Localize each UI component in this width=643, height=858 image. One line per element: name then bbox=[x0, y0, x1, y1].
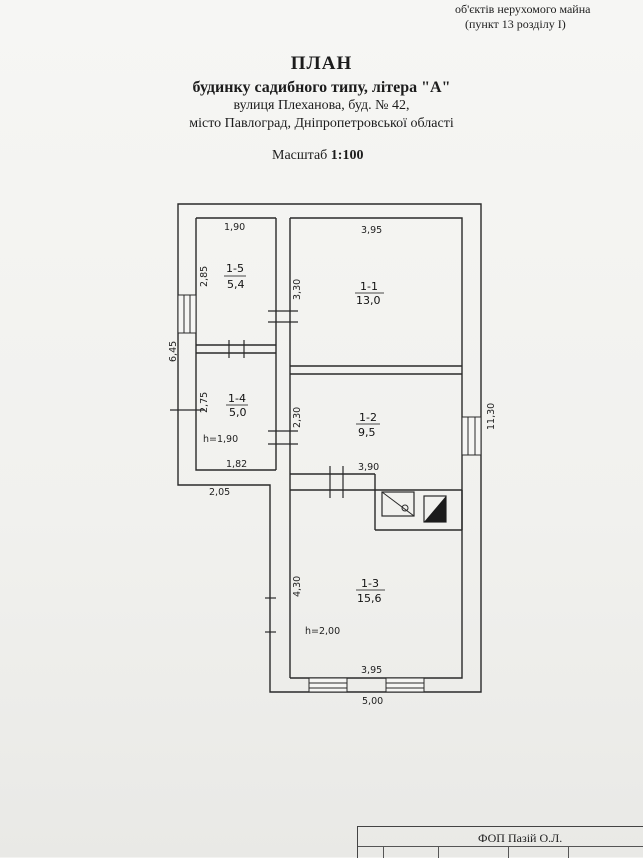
dim-room11-height: 3,30 bbox=[292, 279, 303, 300]
plan-address-city: місто Павлоград, Дніпропетровської облас… bbox=[189, 116, 454, 131]
room-1-5: 1-5 5,4 bbox=[224, 262, 246, 291]
dim-room14-bottom: 1,82 bbox=[226, 459, 247, 470]
svg-text:1-4: 1-4 bbox=[228, 392, 246, 405]
plan-address-street: вулиця Плеханова, буд. № 42, bbox=[233, 98, 410, 113]
dim-room13-height: 4,30 bbox=[292, 576, 303, 597]
height-main: h=2,00 bbox=[305, 626, 340, 637]
svg-text:1-2: 1-2 bbox=[359, 411, 377, 424]
dim-bottom-total: 5,00 bbox=[362, 696, 383, 707]
dim-left-total: 6,45 bbox=[168, 341, 179, 362]
scale-value: 1:100 bbox=[330, 148, 364, 163]
window-right bbox=[461, 416, 482, 456]
plan-subtitle: будинку садибного типу, літера "А" bbox=[192, 79, 451, 96]
stamp-grid bbox=[358, 846, 643, 858]
stamp-table: ФОП Пазій О.Л. bbox=[357, 826, 643, 858]
window-left-top bbox=[177, 294, 197, 334]
header-note: об'єктів нерухомого майна (пункт 13 розд… bbox=[455, 2, 590, 32]
dim-room14-height: 2,75 bbox=[199, 392, 210, 413]
interior-walls bbox=[196, 344, 463, 531]
window-bottom-right bbox=[385, 677, 425, 693]
header-note-line1: об'єктів нерухомого майна bbox=[455, 2, 591, 16]
room-1-1: 1-1 13,0 bbox=[355, 280, 384, 307]
svg-text:5,0: 5,0 bbox=[229, 406, 247, 419]
svg-text:15,6: 15,6 bbox=[357, 592, 382, 605]
plan-title: ПЛАН bbox=[290, 53, 353, 74]
svg-text:1-1: 1-1 bbox=[360, 280, 378, 293]
window-bottom-left bbox=[308, 677, 348, 693]
dim-right-total: 11,30 bbox=[486, 403, 497, 430]
dim-top-left: 1,90 bbox=[224, 222, 245, 233]
stove bbox=[381, 491, 447, 523]
dim-left-wing-outer: 2,05 bbox=[209, 487, 230, 498]
stamp-text: ФОП Пазій О.Л. bbox=[478, 831, 563, 845]
outer-walls bbox=[177, 203, 482, 693]
scale-label: Масштаб bbox=[272, 148, 328, 163]
room-1-2: 1-2 9,5 bbox=[356, 411, 380, 439]
room-1-3: 1-3 15,6 bbox=[356, 577, 385, 605]
dim-room12-bottom: 3,90 bbox=[358, 462, 379, 473]
room-1-4: 1-4 5,0 bbox=[226, 392, 248, 419]
windows bbox=[177, 294, 482, 693]
height-left-wing: h=1,90 bbox=[203, 434, 238, 445]
header-note-line2: (пункт 13 розділу I) bbox=[465, 17, 566, 31]
svg-text:13,0: 13,0 bbox=[356, 294, 381, 307]
dim-room12-height: 2,30 bbox=[292, 407, 303, 428]
svg-text:5,4: 5,4 bbox=[227, 278, 245, 291]
plan-scale: Масштаб 1:100 bbox=[272, 148, 363, 164]
svg-text:1-5: 1-5 bbox=[226, 262, 244, 275]
dim-room13-width: 3,95 bbox=[361, 665, 382, 676]
door-marks bbox=[170, 310, 344, 633]
dim-room15-height: 2,85 bbox=[199, 266, 210, 287]
svg-text:1-3: 1-3 bbox=[361, 577, 379, 590]
dim-top-right: 3,95 bbox=[361, 225, 382, 236]
stamp-row: ФОП Пазій О.Л. bbox=[358, 827, 643, 847]
svg-text:9,5: 9,5 bbox=[358, 426, 376, 439]
